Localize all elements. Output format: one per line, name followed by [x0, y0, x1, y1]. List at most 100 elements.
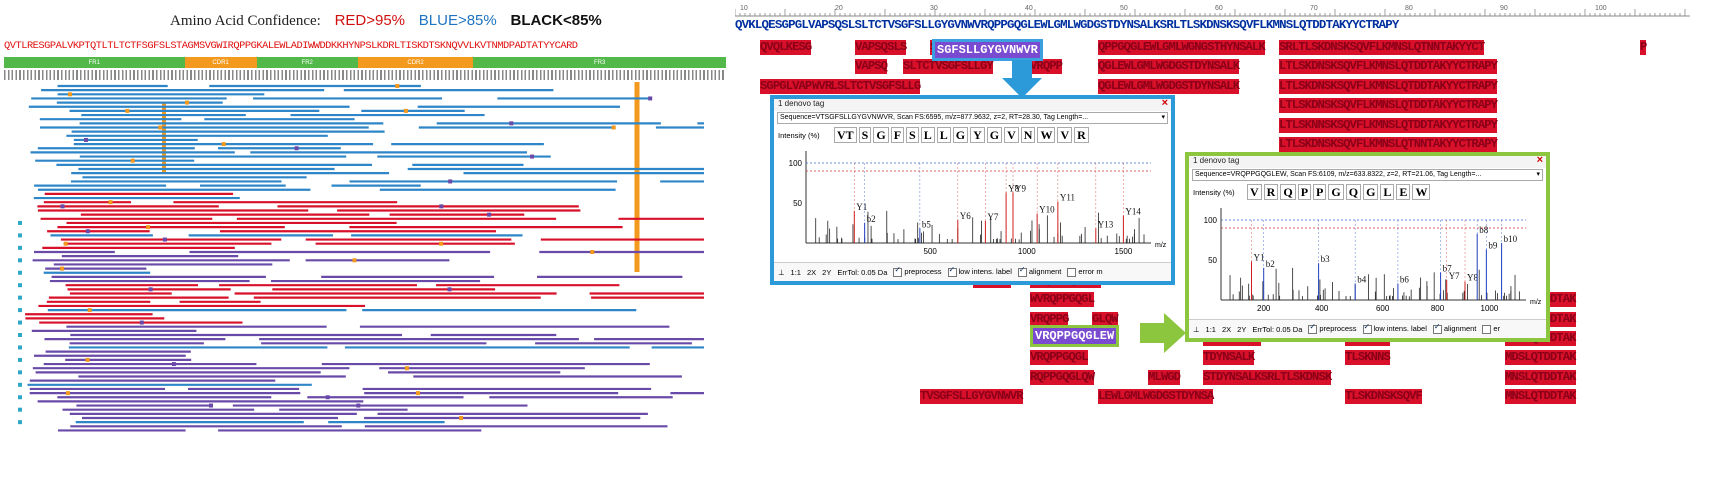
- peptide-segment[interactable]: LTLSKDNSKSQVFLKMNSLQTNNTAKYYCTRAPY: [1279, 137, 1498, 152]
- peptide-segment[interactable]: MLWGD: [1148, 369, 1181, 385]
- peptide-segment[interactable]: P: [1640, 40, 1647, 55]
- ruler-tick-label: 40: [1025, 5, 1033, 12]
- ruler-tick-label: 60: [1215, 5, 1223, 12]
- reference-sequence: QVTLRESGPALVKPTQTLTLTCTFSGFSLSTAGMSVGWIR…: [4, 40, 578, 52]
- modification-marker: [185, 100, 189, 105]
- residue-box: V: [1057, 127, 1073, 143]
- ion-label: Y7: [987, 212, 998, 222]
- toolbar-toggle[interactable]: low intens. label: [947, 265, 1012, 277]
- ion-label: Y7: [1449, 271, 1460, 281]
- ion-label: b5: [922, 219, 932, 229]
- checkbox[interactable]: [893, 265, 903, 277]
- peptide-segment[interactable]: GLQW: [1092, 311, 1119, 327]
- modification-marker: [162, 237, 167, 242]
- toolbar-button[interactable]: 2X: [806, 267, 817, 277]
- legend-title: Amino Acid Confidence:: [170, 13, 321, 29]
- peptide-segment[interactable]: SLTCTVSGFSLLGY: [903, 59, 994, 75]
- peptide-segment[interactable]: QGLEWLGMLWGDGSTDYNSALK: [1098, 78, 1240, 94]
- peptide-segment[interactable]: VRQPPG: [1030, 311, 1069, 327]
- denovo-spectrum-window-2[interactable]: 1 denovo tag× Sequence=VRQPPGQGLEW, Scan…: [1185, 152, 1550, 342]
- modification-marker: [403, 108, 408, 113]
- checkbox[interactable]: [1482, 324, 1492, 334]
- close-icon[interactable]: ×: [1161, 97, 1168, 109]
- toolbar-button[interactable]: 1:1: [790, 267, 801, 277]
- denovo-spectrum-window-1[interactable]: 1 denovo tag× Sequence=VTSGFSLLGYGVNWVR,…: [770, 95, 1175, 285]
- toolbar-button[interactable]: 1:1: [1205, 324, 1216, 334]
- toolbar-button[interactable]: ErrTol: 0.05 Da: [1252, 324, 1303, 334]
- toolbar-toggle[interactable]: low intens. label: [1362, 322, 1427, 334]
- peptide-segment[interactable]: TVSGFSLLGYGVNWVR: [920, 389, 1024, 405]
- peptide-segment[interactable]: TDYNSALK: [1203, 350, 1255, 366]
- highlighted-peptide-2[interactable]: VRQPPGQGLEW: [1030, 325, 1120, 347]
- modification-marker: [352, 258, 357, 263]
- x-tick-label: 800: [1431, 304, 1445, 313]
- residue-box: G: [986, 127, 1003, 143]
- peptide-segment[interactable]: QVQLKESG: [760, 40, 812, 55]
- modification-marker: [130, 158, 135, 163]
- residue-box: P: [1297, 184, 1312, 200]
- peptide-segment[interactable]: TLSKDNSKSQVF: [1345, 389, 1423, 405]
- highlighted-peptide-1[interactable]: SGFSLLGYGVNWVR: [932, 39, 1043, 61]
- peptide-segment[interactable]: QPPGQGLEWLGMLWGNGSTHYNSALK: [1098, 40, 1266, 55]
- checkbox[interactable]: [1362, 322, 1372, 334]
- sequence-select[interactable]: Sequence=VRQPPGQGLEW, Scan FS:6109, m/z=…: [1192, 169, 1543, 181]
- consensus-sequence: QVKLQESGPGLVAPSQSLSLTCTVSGFSLLGYGVNWVRQP…: [735, 18, 1399, 32]
- position-ticks: [4, 70, 726, 80]
- peptide-segment[interactable]: MNSLQTDDTAK: [1505, 369, 1576, 385]
- peptide-segment[interactable]: WVR: [812, 78, 832, 94]
- chevron-down-icon[interactable]: ▾: [1161, 114, 1165, 121]
- peptide-segment[interactable]: LTLSKNNSKSQVFLKMNSLQTDDTAKYYCTRAPY: [1279, 117, 1498, 133]
- x-unit-label: m/z: [1530, 299, 1542, 306]
- toolbar-button[interactable]: 2Y: [822, 267, 832, 277]
- peptide-segment[interactable]: VAPSQ: [855, 59, 888, 75]
- checkbox[interactable]: [1017, 265, 1027, 277]
- confidence-legend: Amino Acid Confidence: RED>95% BLUE>85% …: [170, 12, 602, 30]
- peptide-segment[interactable]: LTLSKDNSKSQVFLKMNSLQTDDTAKYYCTRAPY: [1279, 78, 1498, 94]
- ion-label: b3: [1321, 254, 1331, 264]
- peptide-segment[interactable]: VRQPPGQGL: [1030, 350, 1089, 366]
- modification-marker: [530, 154, 535, 159]
- peptide-segment[interactable]: WVRQPPGQGL: [1030, 292, 1095, 308]
- peptide-segment[interactable]: SRLTLSKDNSKSQVFLKMNSLQTNNTAKYYCT: [1279, 40, 1485, 55]
- peptide-segment[interactable]: RQPPGQGLQW: [1030, 369, 1095, 385]
- toolbar-toggle[interactable]: preprocess: [1308, 322, 1357, 334]
- toolbar-button[interactable]: 2X: [1221, 324, 1232, 334]
- chevron-down-icon[interactable]: ▾: [1536, 171, 1540, 178]
- peptide-segment[interactable]: QGLEWLGMLWGDGSTDYNSALK: [1098, 59, 1240, 75]
- peptide-alignment-plot[interactable]: [4, 82, 726, 492]
- peptide-segment[interactable]: MDSLQTDDTAK: [1505, 350, 1576, 366]
- peptide-segment[interactable]: LTLSKDNSKSQVFLKMNSLQTDDTAKYYCTRAPY: [1279, 59, 1498, 75]
- checkbox[interactable]: [1308, 322, 1318, 334]
- toolbar-button[interactable]: 2Y: [1237, 324, 1247, 334]
- residue-box: Q: [1345, 184, 1362, 200]
- checkbox[interactable]: [1432, 322, 1442, 334]
- toolbar-toggle[interactable]: error m: [1067, 267, 1103, 277]
- toolbar-toggle[interactable]: er: [1482, 324, 1500, 334]
- checkbox[interactable]: [1067, 267, 1077, 277]
- close-icon[interactable]: ×: [1536, 154, 1543, 166]
- intensity-label: Intensity (%): [1193, 188, 1235, 197]
- x-tick-label: 500: [924, 247, 938, 256]
- toolbar-toggle[interactable]: alignment: [1432, 322, 1476, 334]
- toolbar-toggle[interactable]: preprocess: [893, 265, 942, 277]
- peptide-segment[interactable]: MNSLQTDDTAK: [1505, 389, 1576, 405]
- peptide-segment[interactable]: SGPGLVAPSQSLSLTCTVSGFSLLG: [760, 78, 921, 94]
- toolbar-button[interactable]: ErrTol: 0.05 Da: [837, 267, 888, 277]
- modification-marker: [146, 225, 151, 230]
- toolbar-toggle[interactable]: alignment: [1017, 265, 1061, 277]
- start-marker: [18, 245, 22, 250]
- checkbox[interactable]: [947, 265, 957, 277]
- peptide-segment[interactable]: LTLSKDNSKSQVFLKMNSLQTDDTAKYYCTRAPY: [1279, 98, 1498, 114]
- peptide-segment[interactable]: VRQPP: [1030, 59, 1063, 75]
- peptide-segment[interactable]: STDYNSALKSRLTLSKDNSK: [1203, 369, 1332, 385]
- ion-label: b10: [1504, 234, 1518, 244]
- window-title: 1 denovo tag×: [774, 97, 1171, 111]
- start-marker: [18, 395, 22, 400]
- peptide-segment[interactable]: VAPSQSLS: [855, 40, 907, 55]
- residue-box: L: [920, 127, 935, 143]
- peptide-segment[interactable]: LEWLGMLWGDGSTDYNSA: [1098, 389, 1214, 405]
- peptide-segment[interactable]: TLSKNNS: [1345, 350, 1391, 366]
- sequence-select[interactable]: Sequence=VTSGFSLLGYGVNWVR, Scan FS:6595,…: [777, 112, 1168, 124]
